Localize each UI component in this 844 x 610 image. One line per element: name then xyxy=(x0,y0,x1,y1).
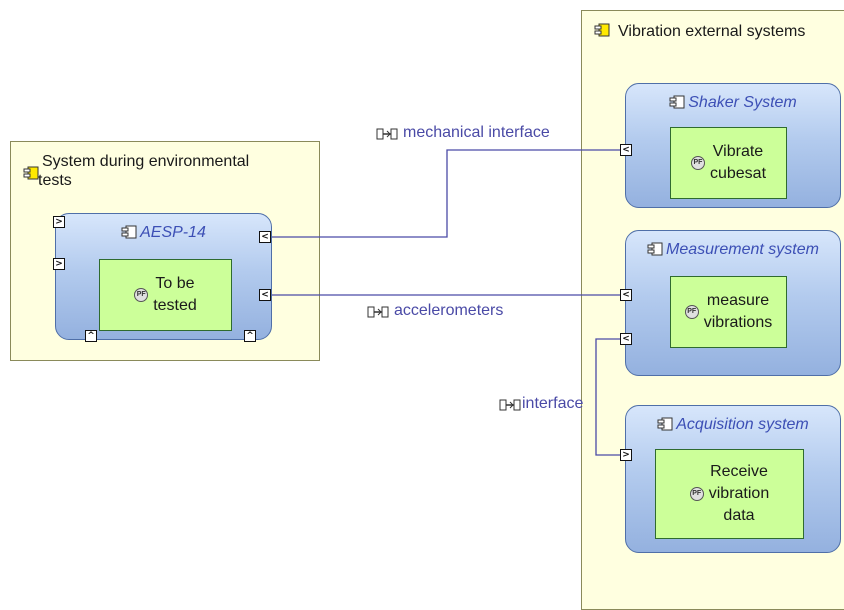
physical-function-icon: PF xyxy=(690,156,705,170)
component-aesp-14[interactable]: AESP-14 PF To be tested xyxy=(55,213,272,340)
component-exchange-icon xyxy=(499,398,521,411)
function-label-line3: data xyxy=(723,507,755,524)
exchange-mechanical-interface-line xyxy=(272,149,620,238)
port-up-icon[interactable]: ^ xyxy=(244,330,256,342)
port-in-icon[interactable]: < xyxy=(620,289,632,301)
component-exchange-links xyxy=(272,149,620,456)
function-label-line2: tested xyxy=(153,297,197,314)
physical-function-icon: PF xyxy=(689,487,704,501)
port-in-icon[interactable]: < xyxy=(620,333,632,345)
exchange-label-accelerometers[interactable]: accelerometers xyxy=(367,302,503,320)
component-acquisition-system[interactable]: Acquisition system PF Receive vibration … xyxy=(625,405,841,553)
component-exchange-icon xyxy=(367,305,389,318)
component-title-text: Acquisition system xyxy=(676,416,809,433)
component-title: Measurement system xyxy=(626,241,840,259)
function-vibrate-cubesat[interactable]: PF Vibrate cubesat xyxy=(670,127,787,199)
exchange-label-interface[interactable]: interface xyxy=(499,395,583,413)
port-out-icon[interactable]: > xyxy=(53,216,65,228)
exchange-interface-line xyxy=(595,338,620,456)
environment-title: Vibration external systems xyxy=(618,23,806,40)
function-label: To be tested xyxy=(153,273,197,317)
exchange-label-text: accelerometers xyxy=(394,302,504,319)
port-in-icon[interactable]: < xyxy=(620,144,632,156)
function-label: measure vibrations xyxy=(704,290,772,334)
port-out-icon[interactable]: > xyxy=(53,258,65,270)
exchange-label-text: interface xyxy=(522,395,584,412)
function-label-line1: To be xyxy=(155,275,195,292)
physical-function-icon: PF xyxy=(134,288,149,302)
component-title-text: Shaker System xyxy=(688,94,797,111)
component-title: Shaker System xyxy=(626,94,840,112)
port-up-icon[interactable]: ^ xyxy=(85,330,97,342)
component-title: Acquisition system xyxy=(626,416,840,434)
port-out-icon[interactable]: > xyxy=(620,449,632,461)
component-exchange-icon xyxy=(376,127,398,140)
function-label-line2: vibrations xyxy=(703,314,773,331)
component-icon xyxy=(594,23,610,37)
function-to-be-tested[interactable]: PF To be tested xyxy=(99,259,232,331)
component-icon xyxy=(647,242,663,256)
component-title: AESP-14 xyxy=(56,224,271,242)
environment-title-line1: System during environmental xyxy=(42,153,250,170)
component-measurement-system[interactable]: Measurement system PF measure vibrations xyxy=(625,230,841,376)
component-icon xyxy=(669,95,685,109)
function-measure-vibrations[interactable]: PF measure vibrations xyxy=(670,276,787,348)
physical-function-icon: PF xyxy=(684,305,699,319)
port-in-icon[interactable]: < xyxy=(259,231,271,243)
component-title-text: AESP-14 xyxy=(140,224,206,241)
function-label: Receive vibration data xyxy=(709,461,769,527)
component-icon xyxy=(121,225,137,239)
exchange-label-text: mechanical interface xyxy=(403,124,550,141)
component-shaker-system[interactable]: Shaker System PF Vibrate cubesat xyxy=(625,83,841,208)
function-label-line1: measure xyxy=(706,292,770,309)
environment-title-line2: tests xyxy=(38,172,72,189)
function-label-line2: vibration xyxy=(708,485,770,502)
function-receive-vibration-data[interactable]: PF Receive vibration data xyxy=(655,449,804,539)
function-label-line1: Vibrate xyxy=(712,143,764,160)
function-label-line2: cubesat xyxy=(709,165,767,182)
port-in-icon[interactable]: < xyxy=(259,289,271,301)
function-label: Vibrate cubesat xyxy=(710,141,766,185)
component-icon xyxy=(657,417,673,431)
environment-title: System during environmental tests xyxy=(38,152,250,190)
component-icon xyxy=(23,166,39,180)
function-label-line1: Receive xyxy=(710,463,768,480)
component-title-text: Measurement system xyxy=(666,241,819,258)
exchange-label-mechanical-interface[interactable]: mechanical interface xyxy=(376,124,550,142)
